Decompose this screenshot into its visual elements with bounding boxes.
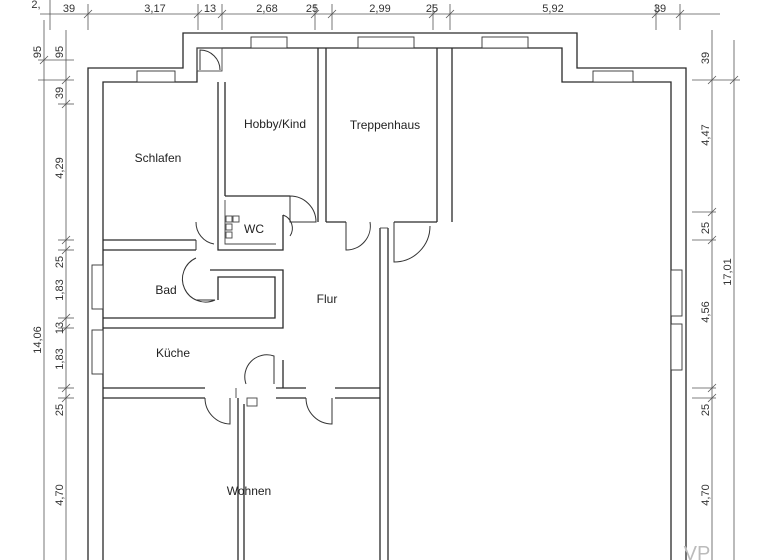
right-dimension-chain: 39 4,47 25 4,56 25 4,70 17,01 (692, 30, 740, 560)
dim-top-6: 25 (426, 3, 438, 15)
dim-left-4: 25 (54, 256, 66, 268)
room-label-treppenhaus: Treppenhaus (350, 118, 420, 132)
exterior-walls (87, 32, 687, 560)
dim-left-1: 95 (54, 46, 66, 58)
dim-right-outer: 17,01 (722, 258, 734, 286)
dim-right-1: 4,47 (700, 124, 712, 145)
dim-left-0: 95 (32, 46, 44, 58)
dim-right-3: 4,56 (700, 301, 712, 322)
room-label-hobby: Hobby/Kind (244, 117, 306, 131)
dim-right-5: 4,70 (700, 484, 712, 505)
room-label-bad: Bad (155, 283, 176, 297)
interior-walls (103, 48, 453, 560)
dim-top-7: 5,92 (542, 3, 563, 15)
watermark-logo: VP (684, 543, 711, 560)
wc-fixtures (225, 215, 240, 239)
dim-left-3: 4,29 (54, 157, 66, 178)
room-label-wohnen: Wohnen (227, 484, 271, 498)
dim-left-2: 39 (54, 87, 66, 99)
left-dimension-chain: 14,06 95 95 39 4,29 25 1,83 13 1,83 25 4… (32, 20, 74, 560)
dim-left-8: 25 (54, 404, 66, 416)
dim-right-2: 25 (700, 222, 712, 234)
dim-top-2: 13 (204, 3, 216, 15)
dim-left-7: 1,83 (54, 348, 66, 369)
room-label-schlafen: Schlafen (135, 151, 182, 165)
dim-top-5: 2,99 (369, 3, 390, 15)
top-dimension-chain: 2, 39 3,17 13 2,68 25 2,99 25 5,92 39 (31, 0, 720, 30)
dim-top-3: 2,68 (256, 3, 277, 15)
dim-right-4: 25 (700, 404, 712, 416)
dim-left-6: 13 (54, 322, 66, 334)
dim-top-8: 39 (654, 3, 666, 15)
dim-left-5: 1,83 (54, 279, 66, 300)
dim-top-0: 39 (63, 3, 75, 15)
dim-left-outer: 14,06 (32, 326, 44, 354)
dim-right-0: 39 (700, 52, 712, 64)
dim-left-9: 4,70 (54, 484, 66, 505)
doors (181, 47, 431, 425)
windows (91, 36, 683, 375)
dim-top-1: 3,17 (144, 3, 165, 15)
dim-top-4: 25 (306, 3, 318, 15)
room-label-kueche: Küche (156, 346, 190, 360)
room-label-wc: WC (244, 222, 264, 236)
room-label-flur: Flur (317, 292, 338, 306)
dim-top-partial: 2, (31, 0, 40, 11)
